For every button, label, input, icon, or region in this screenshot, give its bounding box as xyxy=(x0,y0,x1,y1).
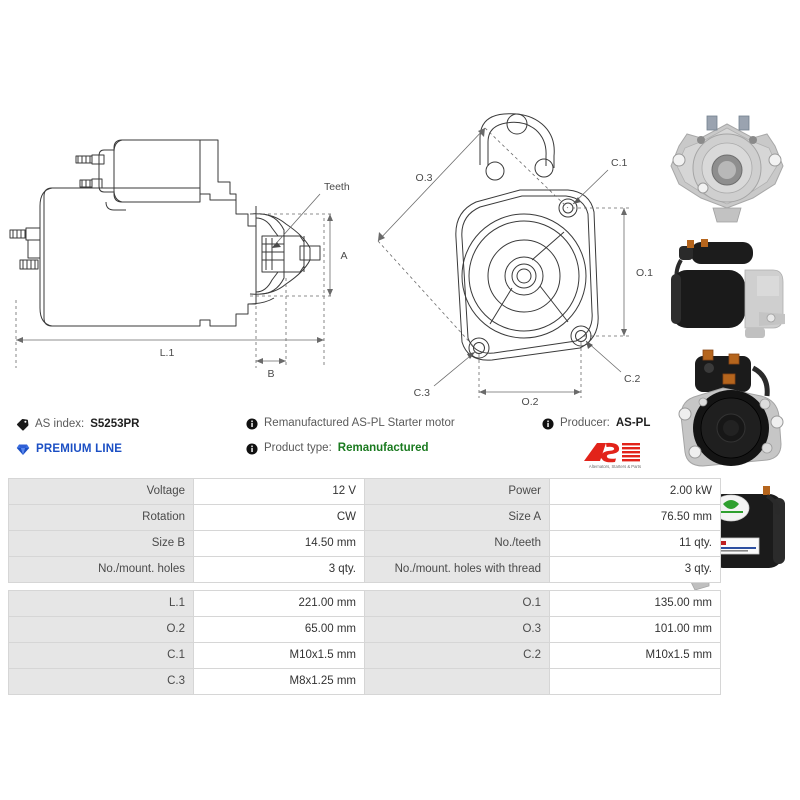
technical-drawings-area: L.1 B A Teeth xyxy=(9,113,653,408)
spec-key: C.2 xyxy=(364,642,550,669)
spec-value: CW xyxy=(193,504,365,531)
spec-value: 11 qty. xyxy=(549,530,721,557)
label-c3: C.3 xyxy=(414,387,431,399)
spec-key: No./teeth xyxy=(364,530,550,557)
table-row: Voltage 12 V Power 2.00 kW xyxy=(8,478,721,505)
tag-icon xyxy=(16,418,29,431)
info-icon xyxy=(542,418,554,430)
table-row: No./mount. holes 3 qty. No./mount. holes… xyxy=(8,556,721,583)
product-type-label: Product type: xyxy=(264,442,332,455)
table-row: Rotation CW Size A 76.50 mm xyxy=(8,504,721,531)
label-l1: L.1 xyxy=(160,347,175,359)
product-photo-strip xyxy=(657,112,797,602)
photo-starter-side-black[interactable] xyxy=(657,230,797,348)
specifications-table: Voltage 12 V Power 2.00 kW Rotation CW S… xyxy=(8,478,721,695)
spec-key: C.3 xyxy=(8,668,194,695)
spec-key: No./mount. holes with thread xyxy=(364,556,550,583)
photo-solenoid-front[interactable] xyxy=(657,348,797,480)
spec-value: 65.00 mm xyxy=(193,616,365,643)
label-a: A xyxy=(340,250,347,262)
spec-key: No./mount. holes xyxy=(8,556,194,583)
info-row-primary: AS index: S5253PR Remanufactured AS-PL S… xyxy=(0,418,800,442)
spec-value: 12 V xyxy=(193,478,365,505)
spec-key: Size A xyxy=(364,504,550,531)
table-row: C.3 M8x1.25 mm xyxy=(8,668,721,695)
spec-key: O.3 xyxy=(364,616,550,643)
spec-table-group-dimensions: L.1 221.00 mm O.1 135.00 mm O.2 65.00 mm… xyxy=(8,590,721,695)
table-row: L.1 221.00 mm O.1 135.00 mm xyxy=(8,590,721,617)
product-type-value: Remanufactured xyxy=(337,442,429,455)
product-description: Remanufactured AS-PL Starter motor xyxy=(264,417,455,430)
spec-value: 221.00 mm xyxy=(193,590,365,617)
spec-key: L.1 xyxy=(8,590,194,617)
table-row: Size B 14.50 mm No./teeth 11 qty. xyxy=(8,530,721,557)
as-index-label: AS index: xyxy=(35,417,85,430)
producer-label: Producer: xyxy=(560,417,610,430)
info-row-secondary: PREMIUM LINE Product type: Remanufacture… xyxy=(0,443,800,467)
spec-value: M10x1.5 mm xyxy=(193,642,365,669)
as-index-cell: AS index: S5253PR xyxy=(16,418,139,431)
starter-motor-front-view: O.3 O.1 O.2 C.1 C.2 C.3 xyxy=(377,113,653,408)
aspl-logo: Alternators, Starters & Parts xyxy=(578,440,652,470)
spec-value: M8x1.25 mm xyxy=(193,668,365,695)
label-o3: O.3 xyxy=(416,172,433,184)
product-type-cell: Product type: Remanufactured xyxy=(246,443,429,455)
spec-value: M10x1.5 mm xyxy=(549,642,721,669)
label-o1: O.1 xyxy=(636,267,653,279)
producer-value: AS-PL xyxy=(615,417,651,430)
gem-icon xyxy=(16,443,30,456)
spec-key: O.1 xyxy=(364,590,550,617)
spec-key: Rotation xyxy=(8,504,194,531)
spec-value: 14.50 mm xyxy=(193,530,365,557)
premium-line-badge: PREMIUM LINE xyxy=(16,443,122,456)
spec-value: 3 qty. xyxy=(549,556,721,583)
spec-value-empty xyxy=(549,668,721,695)
spec-table-group-general: Voltage 12 V Power 2.00 kW Rotation CW S… xyxy=(8,478,721,583)
premium-line-label: PREMIUM LINE xyxy=(36,442,123,455)
info-icon xyxy=(246,443,258,455)
spec-value: 76.50 mm xyxy=(549,504,721,531)
photo-drive-end-front[interactable] xyxy=(657,112,797,230)
as-index-value: S5253PR xyxy=(90,417,140,430)
spec-value: 3 qty. xyxy=(193,556,365,583)
label-teeth: Teeth xyxy=(324,181,350,193)
product-description-cell: Remanufactured AS-PL Starter motor xyxy=(246,418,455,430)
starter-motor-side-view: L.1 B A Teeth xyxy=(9,139,350,380)
label-b: B xyxy=(267,368,274,380)
label-c1: C.1 xyxy=(611,157,628,169)
spec-key-empty xyxy=(364,668,550,695)
spec-value: 135.00 mm xyxy=(549,590,721,617)
aspl-logo-tagline: Alternators, Starters & Parts xyxy=(589,464,641,469)
info-icon xyxy=(246,418,258,430)
spec-key: Power xyxy=(364,478,550,505)
spec-key: C.1 xyxy=(8,642,194,669)
spec-key: Voltage xyxy=(8,478,194,505)
producer-cell: Producer: AS-PL xyxy=(542,418,650,430)
spec-key: O.2 xyxy=(8,616,194,643)
spec-value: 101.00 mm xyxy=(549,616,721,643)
table-row: C.1 M10x1.5 mm C.2 M10x1.5 mm xyxy=(8,642,721,669)
spec-value: 2.00 kW xyxy=(549,478,721,505)
table-row: O.2 65.00 mm O.3 101.00 mm xyxy=(8,616,721,643)
label-o2: O.2 xyxy=(522,396,539,408)
product-info-block: AS index: S5253PR Remanufactured AS-PL S… xyxy=(0,418,800,476)
spec-key: Size B xyxy=(8,530,194,557)
label-c2: C.2 xyxy=(624,373,641,385)
